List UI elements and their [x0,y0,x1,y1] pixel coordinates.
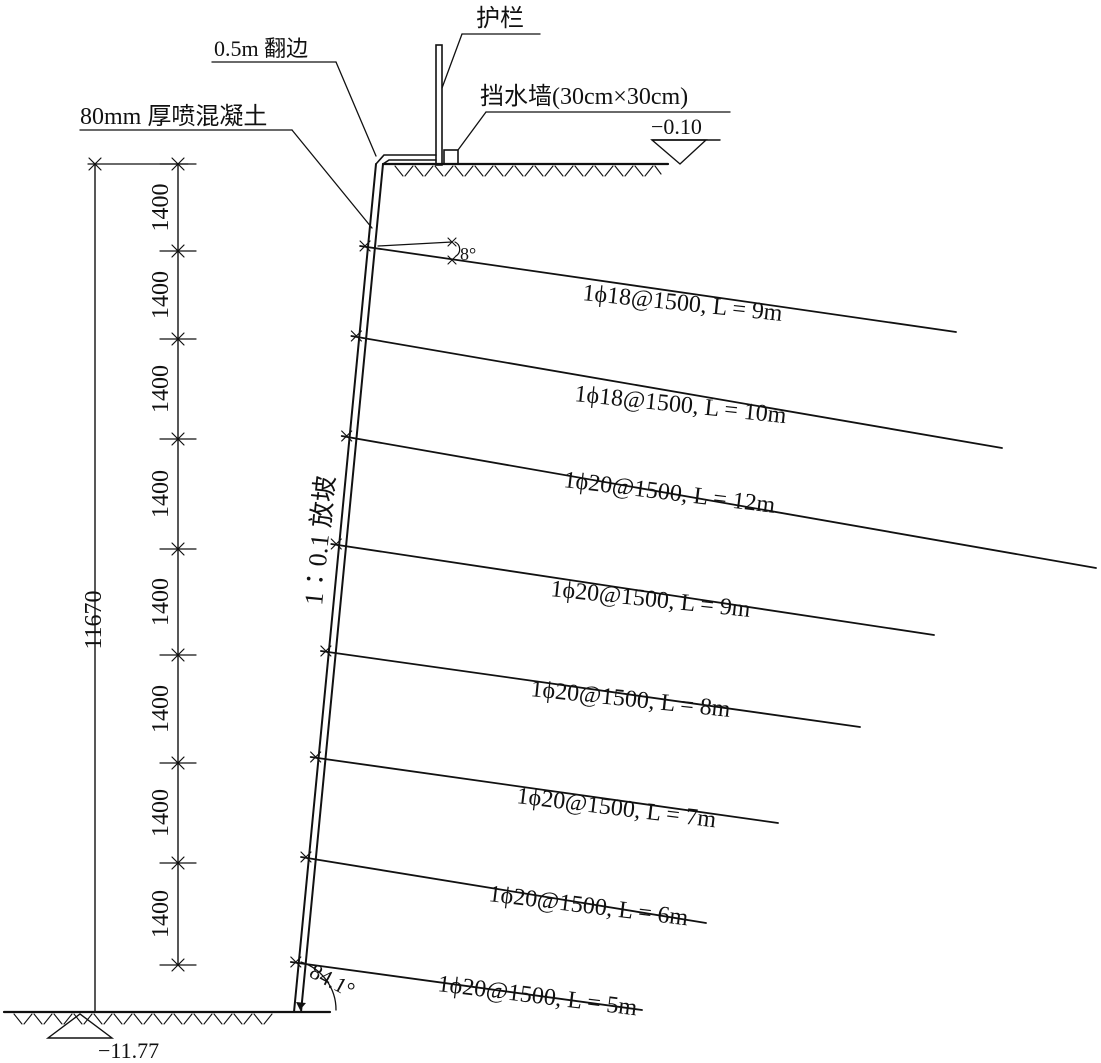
soil-nail-line [300,856,707,924]
soil-nail-spec-label: 1ϕ18@1500, L = 10m [573,381,788,429]
soil-nails: 1ϕ18@1500, L = 9m 1ϕ18@1500, L = 10m 1ϕ20@… [289,240,1097,1021]
total-height-top-tick [88,157,102,171]
flange-label: 0.5m 翻边 [214,36,308,61]
total-height-label: 11670 [81,590,107,649]
spacing-tick [171,856,185,870]
soil-nail-head [320,645,332,657]
shotcrete-leader [291,129,373,229]
soil-nail-line [309,756,779,824]
shotcrete-label: 80mm 厚喷混凝土 [80,103,267,130]
soil-nail-head [310,751,322,763]
spacing-tick [171,157,185,171]
soil-nail-spec-label: 1ϕ20@1500, L = 7m [515,783,718,833]
spacing-tick [171,432,185,446]
spacing-label: 1400 [148,789,174,837]
soil-nail-line [340,435,1097,569]
spacing-ticks [159,157,197,972]
toe-angle-arrow [296,1002,306,1010]
spacing-label: 1400 [148,578,174,626]
soil-nail-head [330,538,342,550]
spacing-label: 1400 [148,271,174,319]
spacing-tick [171,756,185,770]
bottom-elevation-marker [45,1013,115,1039]
soil-nail-spec-label: 1ϕ20@1500, L = 12m [562,467,777,519]
soil-nail-line [359,245,957,333]
nail-angle-label: 8° [460,244,476,264]
top-ground-hatch [394,165,662,177]
retaining-wall-leader [457,111,487,151]
bottom-ground-hatch [13,1013,273,1025]
spacing-label: 1400 [148,365,174,413]
nail-angle-ticks [447,237,457,265]
slope-face-inner [300,163,384,1013]
top-elevation-marker [650,139,708,165]
spacing-tick [171,332,185,346]
soil-nail-head [300,851,312,863]
spacing-tick [171,542,185,556]
soil-nail-spec-label: 1ϕ20@1500, L = 5m [436,971,639,1021]
retaining-wall-block [443,149,459,165]
spacing-label: 1400 [148,685,174,733]
spacing-tick [171,244,185,258]
nail-angle-arc [454,241,461,257]
soil-nail-head [359,240,371,252]
nail-angle-ref-line [377,241,453,247]
flange-top [375,154,437,165]
soil-nail-spec-label: 1ϕ20@1500, L = 8m [529,676,732,723]
soil-nail-head [350,330,362,342]
top-elevation-label: −0.10 [651,114,702,139]
railing-leader [441,33,463,89]
spacing-tick [171,648,185,662]
soil-nail-head [290,956,302,968]
soil-nail-line [350,335,1003,449]
spacing-label: 1400 [148,890,174,938]
spacing-label: 1400 [148,470,174,518]
spacing-labels: 1400 1400 1400 1400 1400 1400 1400 1400 [148,184,174,939]
soil-nail-spec-label: 1ϕ18@1500, L = 9m [581,280,784,327]
soil-nail-head [341,430,353,442]
spacing-tick [171,958,185,972]
soil-nail-spec-label: 1ϕ20@1500, L = 9m [549,576,752,623]
soil-nail-line [289,961,643,1011]
retaining-wall-label: 挡水墙(30cm×30cm) [480,83,688,110]
soil-nail-line [330,543,935,636]
railing-post [435,44,443,166]
flange-bottom [382,159,437,165]
bottom-elevation-label: −11.77 [98,1038,159,1063]
railing-label: 护栏 [476,5,524,32]
soil-nail-spec-label: 1ϕ20@1500, L = 6m [487,881,690,931]
flange-leader [335,61,377,157]
slope-face-outer [293,163,377,1013]
spacing-label: 1400 [148,184,174,232]
soil-nail-line [320,650,861,728]
